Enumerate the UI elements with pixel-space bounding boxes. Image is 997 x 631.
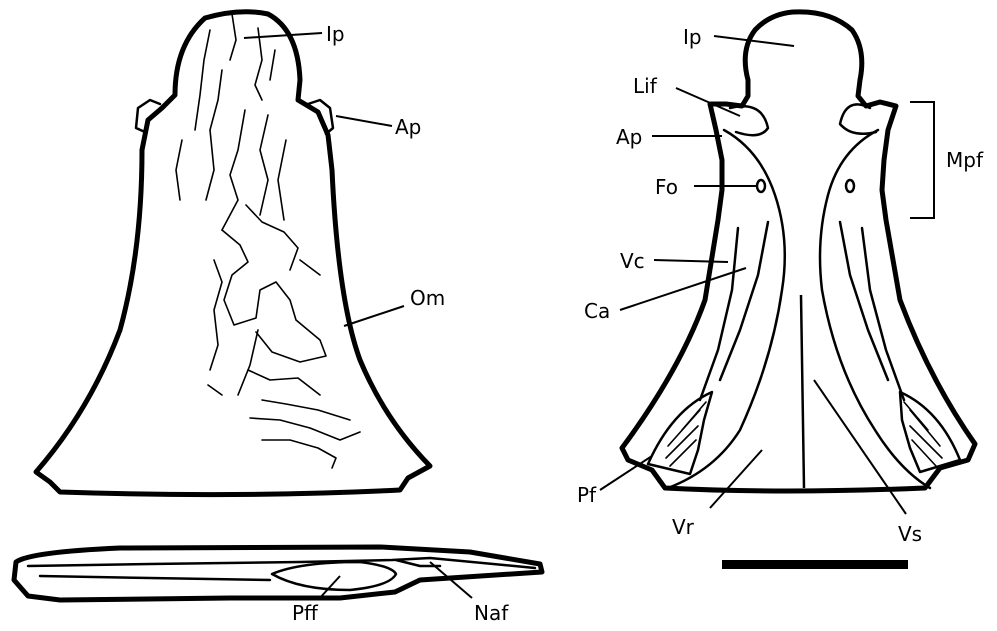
dorsal-view [36, 12, 430, 495]
lateral-outline [14, 547, 542, 600]
ventral-view [622, 12, 975, 491]
mpf-bracket [910, 102, 934, 218]
label-ap-ventral: Ap [616, 125, 642, 149]
label-ip-ventral: Ip [683, 25, 702, 49]
dorsal-outline [36, 12, 430, 495]
label-naf: Naf [474, 601, 509, 625]
scale-bar [722, 560, 908, 569]
label-pff: Pff [292, 601, 319, 625]
label-vc: Vc [620, 249, 645, 273]
label-fo: Fo [655, 175, 678, 199]
label-vr: Vr [672, 515, 695, 539]
label-om: Om [410, 286, 445, 310]
label-mpf: Mpf [946, 148, 984, 172]
label-pf: Pf [577, 483, 597, 507]
label-ap-dorsal: Ap [395, 115, 421, 139]
label-lif: Lif [633, 74, 658, 98]
label-ca: Ca [584, 299, 610, 323]
label-ip-dorsal: Ip [326, 22, 345, 46]
lateral-view [14, 547, 542, 600]
label-vs: Vs [898, 522, 922, 546]
